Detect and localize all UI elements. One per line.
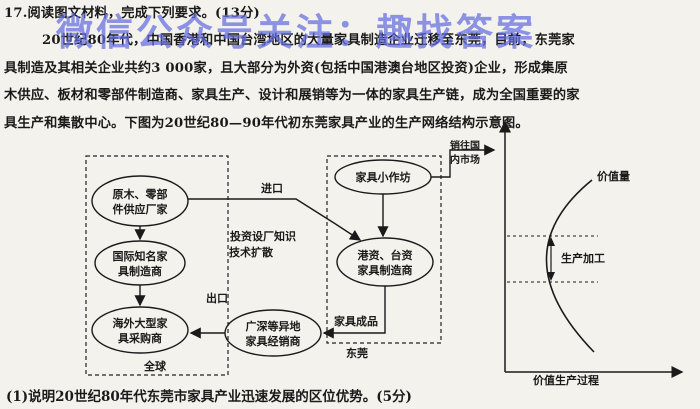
question-header: 17.阅读图文材料，完成下列要求。(13分) [4, 6, 260, 21]
dealer-node [224, 309, 322, 357]
arrow-import [188, 198, 362, 241]
hktw-node-line2: 家具制造商 [358, 263, 413, 277]
raw-node-line1: 原木、零部 [113, 187, 168, 201]
label-invest-2: 技术扩散 [229, 245, 274, 259]
passage-line-1: 20世纪80年代，中国香港和中国台湾地区的大量家具制造企业迁移至东莞，目前，东莞… [42, 33, 575, 48]
intl-node-line2: 具制造商 [118, 264, 162, 278]
hktw-node-line1: 港资、台资 [358, 248, 413, 262]
label-dongguan: 东莞 [346, 346, 368, 360]
passage-line-4: 具生产和集散中心。下图为20世纪80—90年代初东莞家具产业的生产网络结构示意图… [4, 116, 529, 131]
question-1: (1)说明20世纪80年代东莞市家具产业迅速发展的区位优势。(5分) [6, 389, 412, 405]
intl-node-line1: 国际知名家 [113, 249, 169, 263]
arrow-domestic [431, 144, 496, 178]
label-domestic-2: 内市场 [450, 153, 480, 166]
raw-node-line2: 件供应厂家 [113, 202, 169, 216]
range-arrow-up [547, 237, 555, 246]
label-import: 进口 [261, 181, 283, 195]
label-global: 全球 [143, 359, 167, 373]
label-invest-1: 投资设厂知识 [230, 229, 296, 243]
label-value: 价值量 [597, 169, 630, 183]
overseas-buyer-node [91, 306, 189, 354]
label-domestic-1: 销往国 [450, 139, 480, 152]
label-process: 价值生产过程 [533, 373, 599, 387]
label-production: 生产加工 [561, 251, 605, 265]
intl-manufacturer-node [94, 240, 186, 286]
smile-curve [545, 179, 595, 353]
passage-line-2: 具制造及其相关企业共约3 000家，且大部分为外资(包括中国港澳台地区投资)企业… [4, 61, 568, 76]
raw-supplier-node [91, 175, 189, 227]
dealer-node-line1: 广深等异地 [246, 319, 301, 333]
label-export: 出口 [206, 291, 228, 305]
dealer-node-line2: 家具经销商 [246, 334, 301, 348]
label-products: 家具成品 [334, 314, 378, 328]
buyer-node-line2: 具采购商 [118, 331, 162, 345]
arrow-products [322, 286, 386, 339]
passage-line-3: 木供应、板材和零部件制造商、家具生产、设计和展销等为一体的家具生产链，成为全国重… [4, 88, 580, 103]
buyer-node-line1: 海外大型家 [113, 316, 169, 330]
small-node-label: 家具小作坊 [356, 170, 411, 184]
range-arrow-down [547, 272, 555, 281]
global-box [85, 155, 229, 376]
hktw-manufacturer-node [336, 237, 434, 287]
dongguan-box [326, 155, 442, 344]
